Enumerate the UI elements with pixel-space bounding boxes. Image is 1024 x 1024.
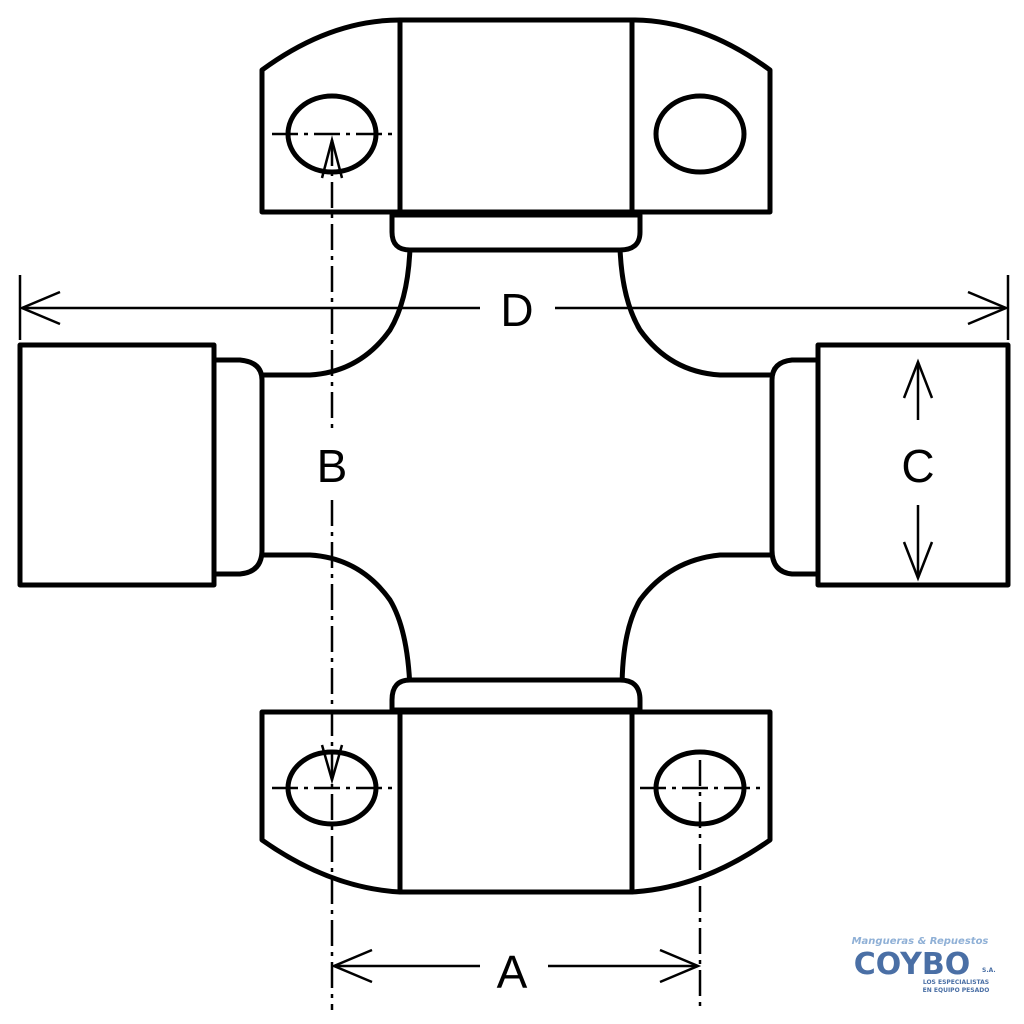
dim-d-arrow-right (967, 290, 1010, 326)
dim-b-label: B (317, 440, 348, 492)
logo-tagline-top: Mangueras & Repuestos (852, 936, 989, 947)
dim-b-arrow-bottom (320, 744, 344, 785)
dim-c-arrow-bottom (902, 541, 934, 582)
dim-a-label: A (497, 946, 528, 998)
top-trunnion-neck (389, 212, 643, 253)
logo-tagline-bottom-2: EN EQUIPO PESADO (923, 987, 990, 994)
dim-a-arrow-right (659, 948, 702, 984)
right-bearing-cup (815, 342, 1011, 588)
dim-a-arrow-left (330, 948, 373, 984)
left-trunnion-neck (211, 357, 265, 577)
dim-d-label: D (500, 284, 533, 336)
logo-suffix: S.A. (982, 967, 996, 974)
logo-brand: COYBO (854, 947, 971, 982)
dim-d-arrow-left (18, 290, 61, 326)
dim-c-label: C (901, 440, 934, 492)
bottom-trunnion-neck (389, 677, 643, 713)
logo-tagline-bottom-1: LOS ESPECIALISTAS (923, 979, 989, 986)
bottom-bearing-cap (259, 709, 773, 895)
right-trunnion-neck (769, 357, 821, 577)
top-bearing-cap (259, 17, 773, 215)
left-bearing-cup (17, 342, 217, 588)
dim-b-arrow-top (320, 135, 344, 179)
dim-c-arrow-top (902, 358, 934, 399)
top-right-bolt-hole (653, 93, 747, 175)
coybo-logo: Mangueras & Repuestos COYBO S.A. LOS ESP… (852, 936, 996, 994)
